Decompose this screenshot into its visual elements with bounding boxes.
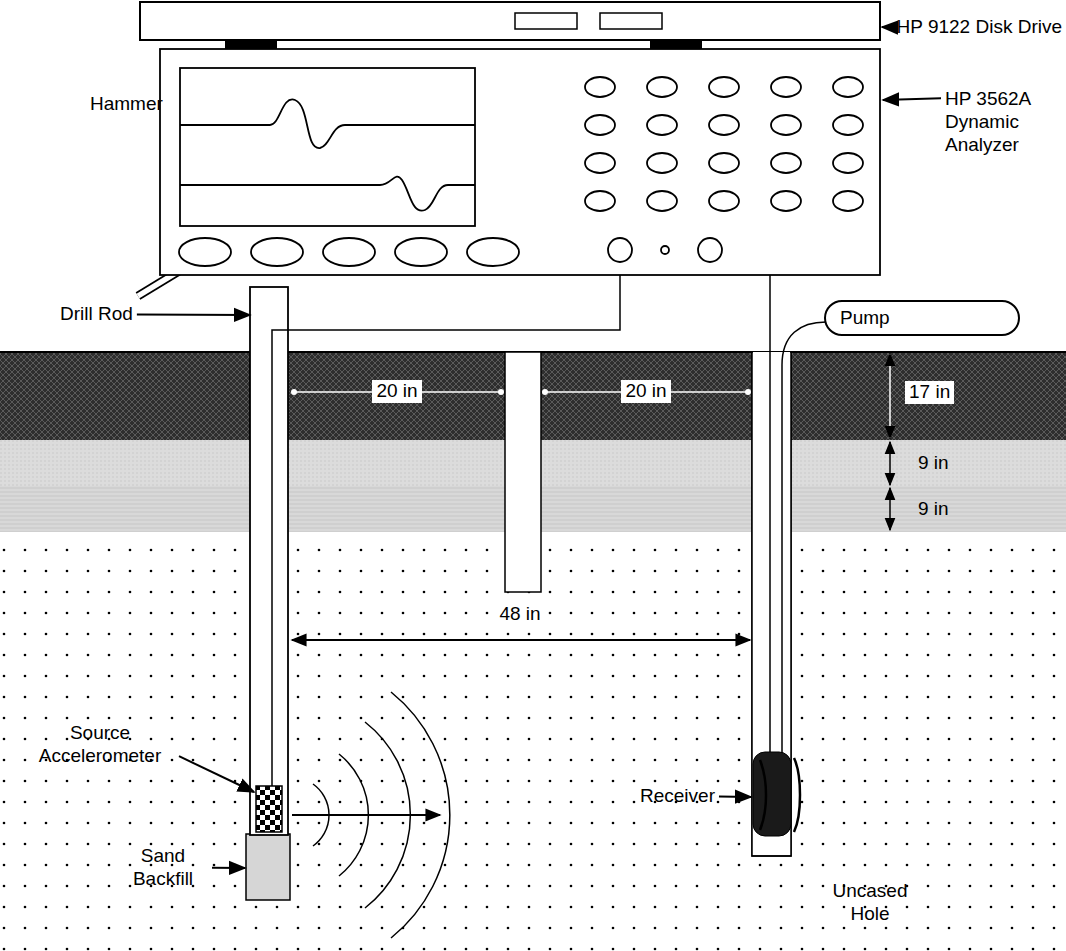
dimension: 9 in <box>918 452 949 475</box>
analyzer-button <box>585 115 615 135</box>
analyzer-button <box>833 191 863 211</box>
analyzer-button <box>771 191 801 211</box>
disk-drive <box>140 2 880 49</box>
part-label: Receiver <box>640 785 715 808</box>
dimension: 17 in <box>905 381 954 404</box>
part-label: Uncased Hole <box>815 880 925 926</box>
analyzer-button <box>833 77 863 97</box>
analyzer-button <box>709 77 739 97</box>
pump-box: Pump <box>824 300 1020 336</box>
analyzer-button <box>647 115 677 135</box>
cable <box>722 250 770 755</box>
dimension: 48 in <box>495 603 544 626</box>
analyzer-button <box>647 191 677 211</box>
sand-ground <box>0 530 1066 951</box>
part-label: Drill Rod <box>60 303 133 326</box>
tool-label: Hammer <box>90 93 163 116</box>
source-accelerometer <box>256 786 282 832</box>
drill-rod <box>250 287 288 835</box>
analyzer-button <box>709 115 739 135</box>
dynamic-analyzer <box>160 49 880 275</box>
dimension-dots <box>291 389 751 395</box>
leader-arrow <box>137 313 250 316</box>
leader-arrow <box>719 795 751 798</box>
wave-arrow <box>292 814 440 816</box>
dimension: 20 in <box>621 380 670 403</box>
analyzer-button <box>771 115 801 135</box>
equipment-label: HP 9122 Disk Drive <box>897 16 1062 39</box>
part-label: Sand Backfill <box>118 845 208 891</box>
analyzer-button <box>647 153 677 173</box>
pump-tube <box>782 322 826 755</box>
receiver-coil <box>760 758 800 832</box>
leader-arrow <box>883 98 941 100</box>
part-label: Source Accelerometer <box>25 722 175 768</box>
analyzer-key <box>323 238 375 266</box>
analyzer-button <box>709 191 739 211</box>
analyzer-button <box>709 153 739 173</box>
equipment-label: HP 3562A Dynamic Analyzer <box>945 88 1065 156</box>
leader-arrow <box>179 756 254 792</box>
analyzer-key <box>251 238 303 266</box>
analyzer-key <box>467 238 519 266</box>
analyzer-key <box>395 238 447 266</box>
dimension: 20 in <box>372 380 421 403</box>
cable <box>272 262 620 786</box>
analyzer-button <box>771 77 801 97</box>
hole-fill <box>752 353 791 855</box>
analyzer-button <box>771 153 801 173</box>
analyzer-button <box>585 77 615 97</box>
uncased-hole <box>752 352 791 856</box>
analyzer-button <box>833 115 863 135</box>
leader-arrow <box>882 26 893 28</box>
sand-backfill <box>246 834 290 900</box>
hole-wall <box>752 352 791 856</box>
trench <box>505 352 541 592</box>
analyzer-key <box>179 238 231 266</box>
dimension-lines <box>292 354 890 640</box>
analyzer-button <box>833 153 863 173</box>
dimension: 9 in <box>918 498 949 521</box>
analyzer-button <box>585 153 615 173</box>
leader-arrow <box>212 867 245 869</box>
node-label: Pump <box>840 307 998 329</box>
analyzer-button <box>647 77 677 97</box>
receiver <box>753 752 791 836</box>
analyzer-button <box>585 191 615 211</box>
